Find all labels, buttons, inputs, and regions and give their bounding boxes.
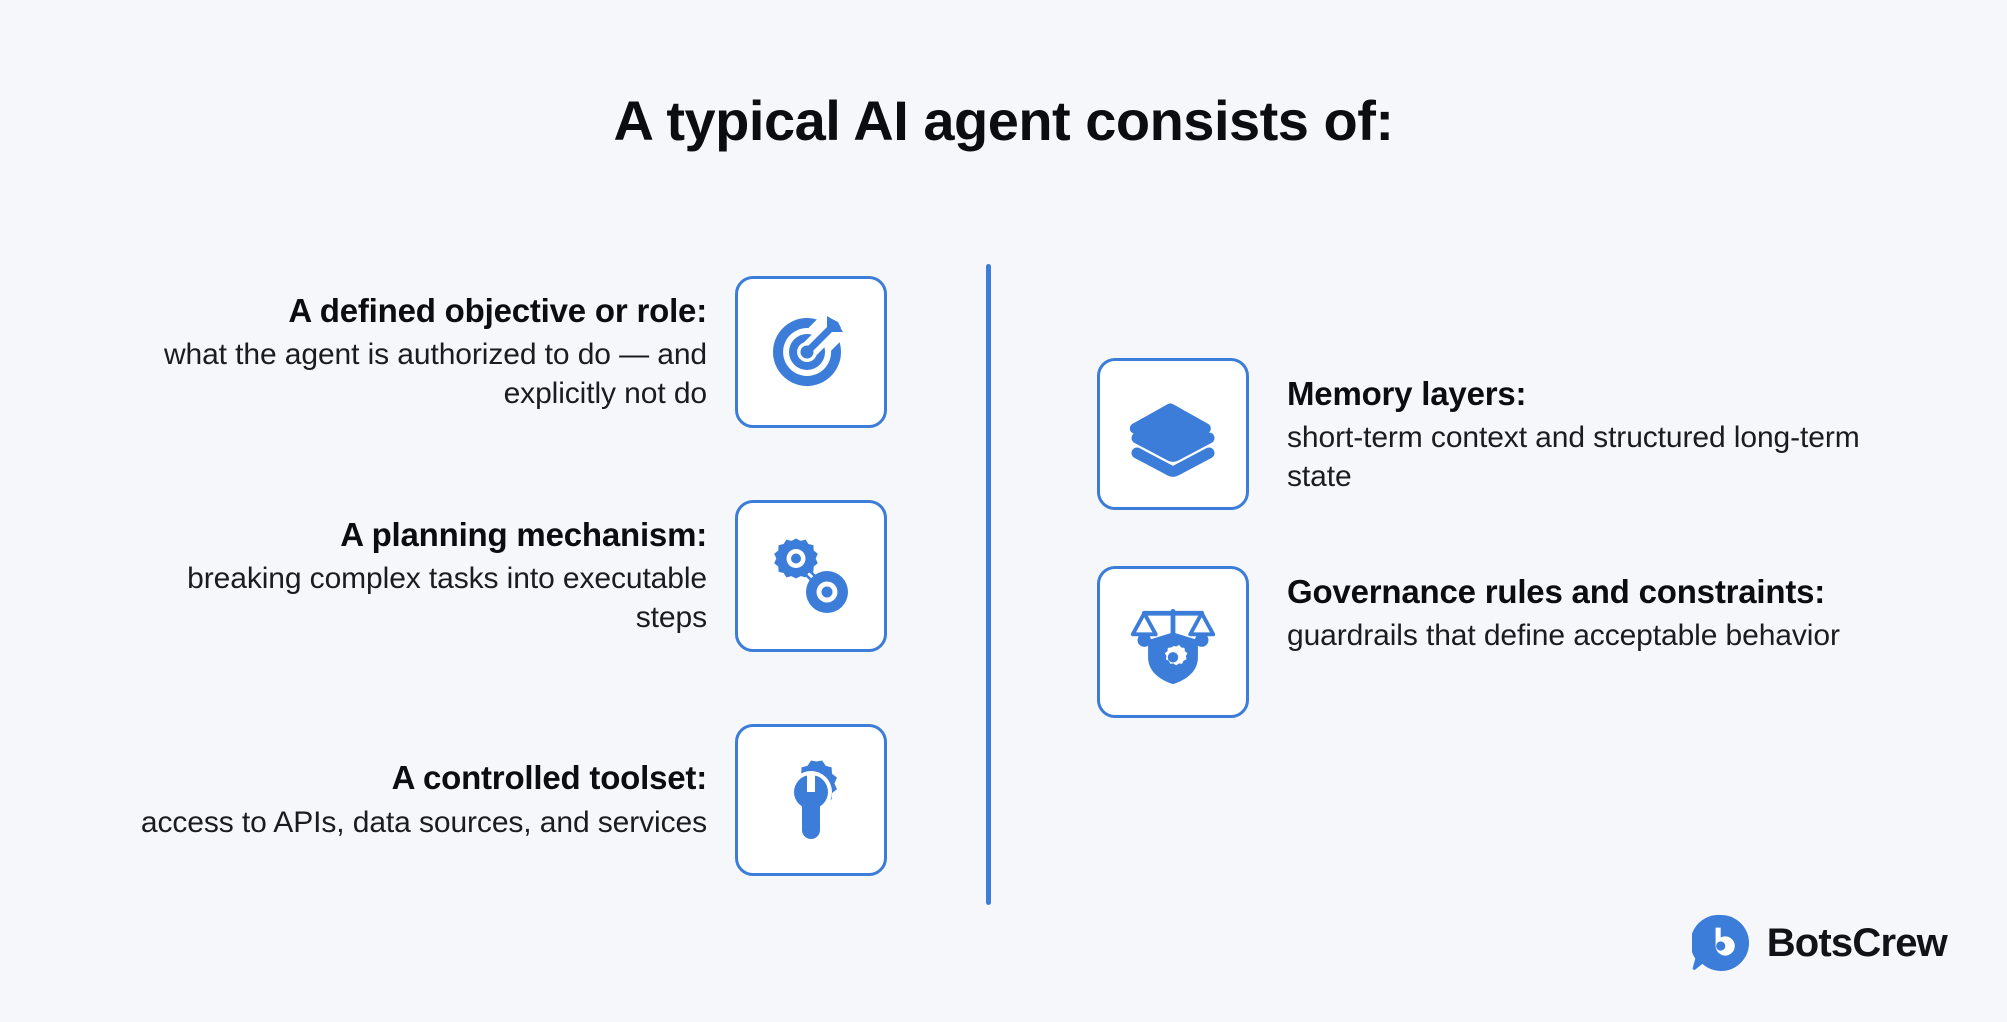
list-item-description: access to APIs, data sources, and servic… xyxy=(140,805,707,839)
scales-shield-gear-icon xyxy=(1127,596,1219,688)
list-item: Governance rules and constraints: guardr… xyxy=(1097,566,1927,718)
list-item-title: A planning mechanism: xyxy=(340,515,707,553)
icon-tile-governance xyxy=(1097,566,1249,718)
stacked-layers-icon xyxy=(1125,386,1221,482)
list-item-text: Memory layers: short-term context and st… xyxy=(1287,358,1887,496)
list-item-title: Memory layers: xyxy=(1287,375,1527,412)
list-item-description: breaking complex tasks into executable s… xyxy=(187,562,707,635)
botscrew-logo-text: BotsCrew xyxy=(1766,920,1948,965)
list-item-title: A defined objective or role: xyxy=(288,291,707,329)
icon-tile-planning xyxy=(735,500,887,652)
list-item-description: guardrails that define acceptable behavi… xyxy=(1287,619,1840,653)
list-item-title: A controlled toolset: xyxy=(391,759,708,797)
list-item-title: Governance rules and constraints: xyxy=(1287,573,1826,610)
list-item: Memory layers: short-term context and st… xyxy=(1097,358,1927,510)
right-column: Memory layers: short-term context and st… xyxy=(1097,358,1927,718)
list-item: A defined objective or role: what the ag… xyxy=(100,258,887,446)
list-item-description: short-term context and structured long-t… xyxy=(1287,421,1860,494)
wrench-gear-icon xyxy=(763,752,859,848)
list-item-text: Governance rules and constraints: guardr… xyxy=(1287,566,1840,655)
list-item-description: what the agent is authorized to do — and… xyxy=(163,338,707,411)
page-title: A typical AI agent consists of: xyxy=(613,89,1394,152)
botscrew-logo: BotsCrew xyxy=(1690,914,1948,972)
vertical-divider xyxy=(986,264,991,905)
icon-tile-toolset xyxy=(735,724,887,876)
gear-linkage-icon xyxy=(763,528,859,624)
list-item: A planning mechanism: breaking complex t… xyxy=(100,482,887,670)
icon-tile-objective xyxy=(735,276,887,428)
botscrew-chat-bubble-b-icon xyxy=(1690,914,1750,972)
list-item-text: A controlled toolset: access to APIs, da… xyxy=(141,758,707,841)
left-column: A defined objective or role: what the ag… xyxy=(100,258,887,894)
list-item: A controlled toolset: access to APIs, da… xyxy=(100,706,887,894)
list-item-text: A planning mechanism: breaking complex t… xyxy=(127,515,707,637)
list-item-text: A defined objective or role: what the ag… xyxy=(127,291,707,413)
icon-tile-memory xyxy=(1097,358,1249,510)
target-arrow-icon xyxy=(763,304,859,400)
